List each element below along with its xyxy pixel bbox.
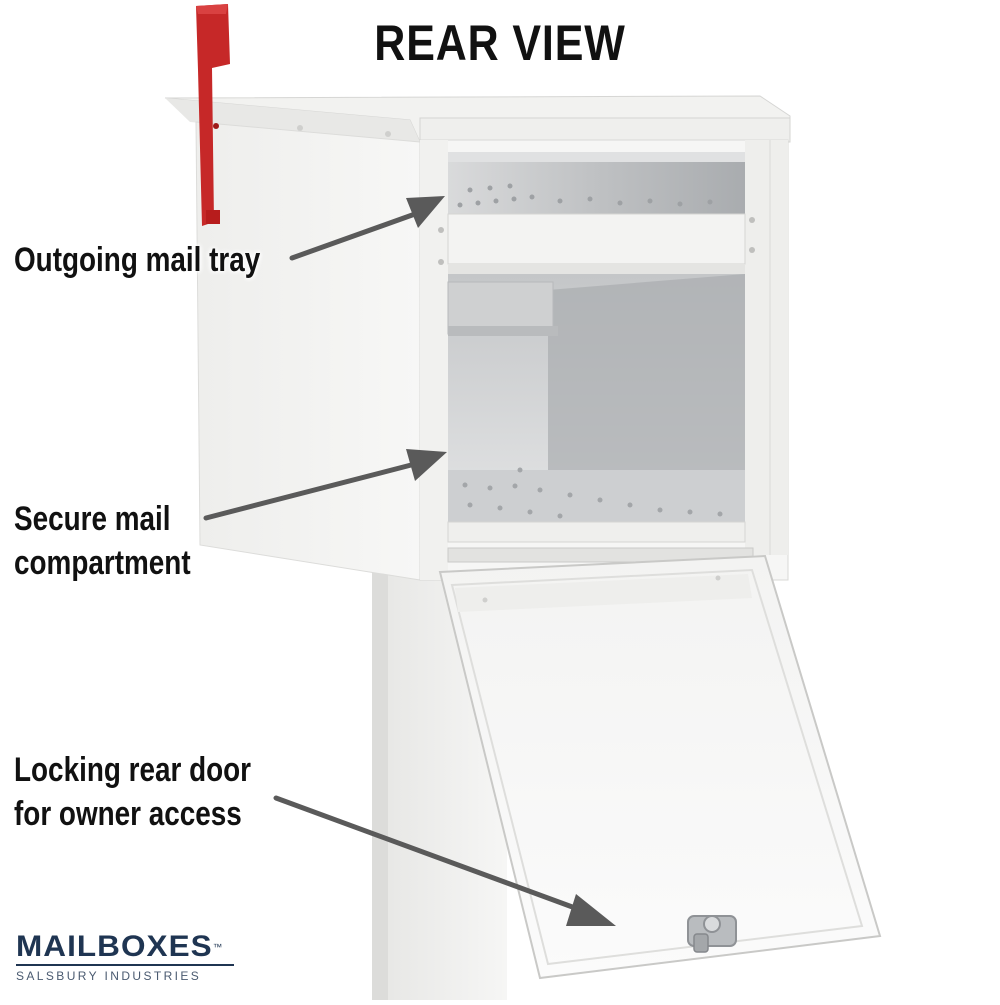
- callout-line: Outgoing mail tray: [14, 241, 261, 279]
- compartment-arrow: [203, 461, 418, 521]
- door-arrow: [273, 795, 589, 915]
- brand-name: MAILBOXES™: [16, 932, 245, 962]
- mailbox-lid: [164, 95, 791, 143]
- secure-mail-compartment: [447, 274, 746, 543]
- locking-rear-door: [438, 554, 882, 980]
- callout-line: Locking rear door: [14, 751, 252, 789]
- brand-name-text: MAILBOXES: [16, 930, 213, 963]
- callout-locking-rear-door: Locking rear door for owner access: [14, 748, 251, 836]
- brand-tagline: SALSBURY INDUSTRIES: [16, 964, 234, 983]
- door-arrowhead: [566, 894, 616, 926]
- mailbox-flag: [196, 4, 230, 226]
- tray-arrowhead: [406, 196, 445, 228]
- brand-trademark: ™: [212, 942, 224, 952]
- lock-icon: [687, 915, 737, 953]
- callout-line: compartment: [14, 544, 191, 582]
- brand-logo: MAILBOXES™ SALSBURY INDUSTRIES: [16, 932, 234, 983]
- callout-secure-mail-compartment: Secure mail compartment: [14, 497, 191, 585]
- door-hinge: [447, 547, 754, 563]
- callout-line: for owner access: [14, 795, 242, 833]
- compartment-arrowhead: [406, 449, 447, 481]
- callout-outgoing-mail-tray: Outgoing mail tray: [14, 238, 260, 282]
- outgoing-mail-tray: [438, 152, 755, 274]
- tray-arrow: [289, 211, 418, 261]
- callout-arrows: [203, 196, 616, 926]
- callout-line: Secure mail: [14, 500, 171, 538]
- page-title: REAR VIEW: [374, 15, 626, 71]
